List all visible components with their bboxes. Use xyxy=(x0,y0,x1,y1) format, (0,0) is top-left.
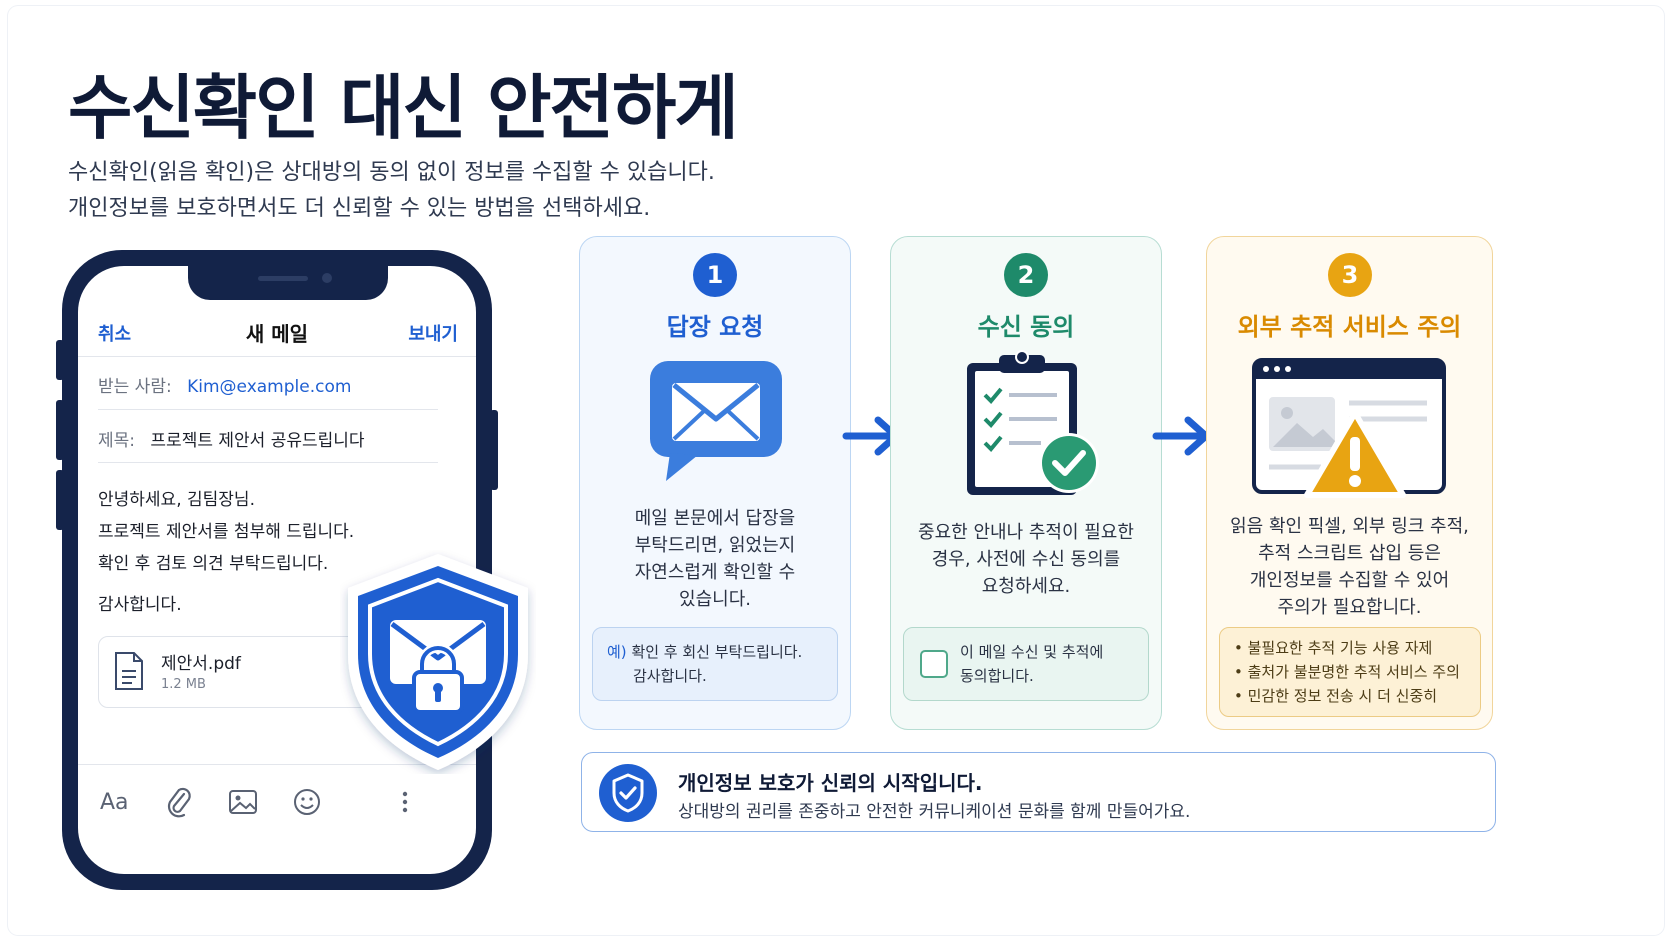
desc-line: 요청하세요. xyxy=(981,576,1071,597)
example-line: 확인 후 회신 부탁드립니다. xyxy=(631,643,803,661)
step-description: 중요한 안내나 추적이 필요한 경우, 사전에 수신 동의를 요청하세요. xyxy=(891,519,1161,600)
example-prefix: 예) xyxy=(607,643,627,661)
step-title: 답장 요청 xyxy=(666,313,764,341)
example-box: 예) 확인 후 회신 부탁드립니다. 감사합니다. xyxy=(592,627,838,701)
step-card-tracking-warning: 3 외부 추적 서비스 주의 읽음 확인 픽셀, 외부 링크 추적, 추적 스크… xyxy=(1206,236,1493,730)
to-label: 받는 사람: xyxy=(98,377,172,397)
subtitle-line-1: 수신확인(읽음 확인)은 상대방의 동의 없이 정보를 수집할 수 있습니다. xyxy=(68,160,715,185)
subtitle-line-2: 개인정보를 보호하면서도 더 신뢰할 수 있는 방법을 선택하세요. xyxy=(68,196,651,221)
emoji-icon[interactable] xyxy=(292,786,322,818)
image-icon[interactable] xyxy=(228,786,258,818)
attachment-name: 제안서.pdf xyxy=(161,654,241,674)
subject-label: 제목: xyxy=(98,431,136,451)
caution-item: • 불필요한 추적 기능 사용 자제 xyxy=(1234,639,1433,657)
step-card-reply-request: 1 답장 요청 메일 본문에서 답장을 부탁드리면, 읽었는지 자연스럽게 확인… xyxy=(579,236,851,730)
desc-line: 추적 스크립트 삽입 등은 xyxy=(1258,543,1441,564)
cancel-button[interactable]: 취소 xyxy=(98,324,132,345)
banner-subtitle: 상대방의 권리를 존중하고 안전한 커뮤니케이션 문화를 함께 만들어가요. xyxy=(678,802,1191,822)
page-title: 수신확인 대신 안전하게 xyxy=(68,67,739,149)
phone-side-button xyxy=(56,400,64,460)
camera xyxy=(322,273,332,283)
subject-field[interactable]: 제목: 프로젝트 제안서 공유드립니다 xyxy=(98,426,365,451)
divider xyxy=(78,764,476,765)
consent-line: 이 메일 수신 및 추적에 xyxy=(960,643,1104,661)
step-card-consent: 2 수신 동의 중요한 안내나 추적이 필요한 경우, 사전에 수신 동의를 요… xyxy=(890,236,1162,730)
compose-toolbar: Aa xyxy=(78,774,476,834)
caution-item: • 출처가 불분명한 추적 서비스 주의 xyxy=(1234,663,1460,681)
body-line: 확인 후 검토 의견 부탁드립니다. xyxy=(98,554,329,574)
desc-line: 중요한 안내나 추적이 필요한 xyxy=(918,522,1134,543)
desc-line: 경우, 사전에 수신 동의를 xyxy=(931,549,1121,570)
example-line: 감사합니다. xyxy=(633,667,707,685)
divider xyxy=(98,462,438,463)
more-icon[interactable] xyxy=(398,786,412,818)
arrow-right-icon xyxy=(1152,416,1210,456)
caution-list: • 불필요한 추적 기능 사용 자제 • 출처가 불분명한 추적 서비스 주의 … xyxy=(1219,627,1481,717)
privacy-banner: 개인정보 보호가 신뢰의 시작입니다. 상대방의 권리를 존중하고 안전한 커뮤… xyxy=(581,752,1496,832)
caution-text: 민감한 정보 전송 시 더 신중히 xyxy=(1247,687,1438,705)
clipboard-check-icon xyxy=(967,350,1099,495)
mail-body[interactable]: 안녕하세요, 김팀장님. 프로젝트 제안서를 첨부해 드립니다. 확인 후 검토… xyxy=(98,484,354,580)
subject-value[interactable]: 프로젝트 제안서 공유드립니다 xyxy=(150,431,365,451)
step-description: 읽음 확인 픽셀, 외부 링크 추적, 추적 스크립트 삽입 등은 개인정보를 … xyxy=(1207,513,1492,621)
phone-power-button xyxy=(490,410,498,490)
step-number: 1 xyxy=(693,253,737,297)
consent-checkbox[interactable] xyxy=(920,650,948,678)
phone-side-button xyxy=(56,470,64,530)
step-title: 수신 동의 xyxy=(977,313,1075,341)
body-thanks: 감사합니다. xyxy=(98,595,182,615)
step-number: 2 xyxy=(1004,253,1048,297)
body-line: 프로젝트 제안서를 첨부해 드립니다. xyxy=(98,522,355,542)
desc-line: 부탁드리면, 읽었는지 xyxy=(634,535,796,556)
page-subtitle: 수신확인(읽음 확인)은 상대방의 동의 없이 정보를 수집할 수 있습니다. … xyxy=(68,155,715,227)
desc-line: 메일 본문에서 답장을 xyxy=(634,508,796,529)
mail-compose-header: 취소 새 메일 보내기 xyxy=(78,308,476,358)
to-field[interactable]: 받는 사람: Kim@example.com xyxy=(98,372,351,397)
compose-title: 새 메일 xyxy=(245,322,309,346)
desc-line: 주의가 필요합니다. xyxy=(1277,597,1422,618)
attachment-size: 1.2 MB xyxy=(161,677,206,692)
attachment-card[interactable]: 제안서.pdf 1.2 MB xyxy=(98,636,398,708)
desc-line: 읽음 확인 픽셀, 외부 링크 추적, xyxy=(1230,516,1469,537)
shield-check-icon xyxy=(599,764,657,822)
divider xyxy=(98,409,438,410)
banner-title: 개인정보 보호가 신뢰의 시작입니다. xyxy=(678,771,983,795)
phone-side-button xyxy=(56,340,64,380)
step-number: 3 xyxy=(1328,253,1372,297)
document-icon xyxy=(115,652,143,690)
caution-text: 출처가 불분명한 추적 서비스 주의 xyxy=(1247,663,1460,681)
step-title: 외부 추적 서비스 주의 xyxy=(1237,313,1462,341)
caution-item: • 민감한 정보 전송 시 더 신중히 xyxy=(1234,687,1438,705)
body-line: 안녕하세요, 김팀장님. xyxy=(98,490,255,510)
to-value[interactable]: Kim@example.com xyxy=(187,377,352,397)
email-chat-icon xyxy=(650,361,782,481)
speaker xyxy=(258,276,308,281)
desc-line: 개인정보를 수집할 수 있어 xyxy=(1249,570,1450,591)
desc-line: 있습니다. xyxy=(679,589,751,610)
phone-notch xyxy=(188,266,388,300)
shield-lock-icon xyxy=(348,554,528,770)
step-description: 메일 본문에서 답장을 부탁드리면, 읽었는지 자연스럽게 확인할 수 있습니다… xyxy=(580,505,850,613)
text-format-icon[interactable]: Aa xyxy=(100,789,129,815)
send-button[interactable]: 보내기 xyxy=(408,324,458,345)
consent-box[interactable]: 이 메일 수신 및 추적에 동의합니다. xyxy=(903,627,1149,701)
consent-line: 동의합니다. xyxy=(960,667,1034,685)
desc-line: 자연스럽게 확인할 수 xyxy=(634,562,796,583)
caution-text: 불필요한 추적 기능 사용 자제 xyxy=(1247,639,1433,657)
divider xyxy=(78,356,476,357)
paperclip-icon[interactable] xyxy=(164,786,194,818)
browser-warning-icon xyxy=(1252,358,1446,498)
